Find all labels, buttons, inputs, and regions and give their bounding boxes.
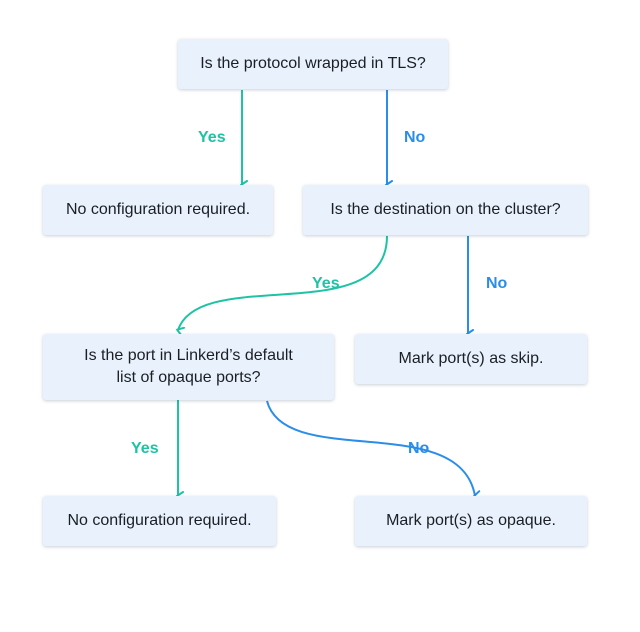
node-default-port-question-line1: Is the port in Linkerd’s default [84, 347, 293, 364]
edge-label-dest-yes: Yes [312, 275, 340, 292]
edge-label-tls-no: No [404, 129, 426, 146]
node-destination-question: Is the destination on the cluster? [303, 185, 588, 235]
node-mark-opaque: Mark port(s) as opaque. [355, 496, 587, 546]
node-default-port-question-line2: list of opaque ports? [116, 369, 261, 386]
node-mark-opaque-text: Mark port(s) as opaque. [386, 512, 556, 529]
node-no-config-1-text: No configuration required. [65, 201, 251, 218]
node-tls-question: Is the protocol wrapped in TLS? [178, 39, 448, 89]
node-no-config-2: No configuration required. [43, 496, 276, 546]
node-no-config-1: No configuration required. [43, 185, 273, 235]
edge-label-port-no: No [408, 440, 430, 457]
edge-label-port-yes: Yes [131, 440, 159, 457]
node-no-config-2-text: No configuration required. [67, 512, 252, 529]
node-mark-skip-text: Mark port(s) as skip. [398, 350, 544, 367]
node-mark-skip: Mark port(s) as skip. [355, 334, 587, 384]
edge-label-tls-yes: Yes [198, 129, 226, 146]
node-tls-question-text: Is the protocol wrapped in TLS? [200, 55, 426, 72]
edge-port-no [266, 400, 482, 501]
node-default-port-question: Is the port in Linkerd’s default list of… [43, 334, 334, 400]
node-destination-question-text: Is the destination on the cluster? [330, 201, 561, 218]
edge-label-dest-no: No [486, 275, 508, 292]
edge-dest-yes [176, 235, 388, 337]
